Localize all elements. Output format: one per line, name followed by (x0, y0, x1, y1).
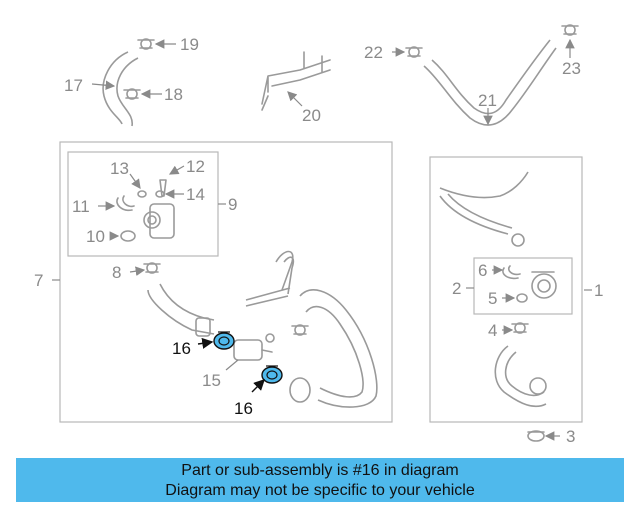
cap-group-1 (511, 233, 525, 247)
clip-6 (502, 265, 521, 280)
clamp-16-a[interactable] (213, 331, 235, 350)
callout-1: 1 (594, 281, 603, 300)
hose-end-left (195, 317, 211, 337)
hose-group-1 (439, 171, 529, 235)
bracket-20 (261, 51, 331, 111)
clamp-small-a (291, 324, 309, 336)
callout-10: 10 (86, 227, 105, 246)
callout-8: 8 (112, 263, 121, 282)
callout-7: 7 (34, 271, 43, 290)
callout-4: 4 (488, 321, 497, 340)
clamp-small-b (265, 333, 275, 343)
banner-line-part: Part or sub-assembly is #16 in diagram (181, 462, 459, 479)
clip-11 (116, 195, 135, 212)
info-banner: Part or sub-assembly is #16 in diagram D… (16, 458, 624, 502)
connector-15 (233, 339, 273, 361)
callout-9: 9 (228, 195, 237, 214)
callout-5: 5 (488, 289, 497, 308)
group-box-2 (473, 257, 573, 315)
banner-line-disclaimer: Diagram may not be specific to your vehi… (165, 482, 475, 499)
callout-12: 12 (186, 157, 205, 176)
callout-21: 21 (478, 91, 497, 110)
group-box-7 (59, 141, 393, 423)
callout-3: 3 (566, 427, 575, 446)
callout-13: 13 (110, 159, 129, 178)
clamp-3 (527, 430, 545, 442)
hose-17 (102, 51, 139, 127)
hose-lower-end (529, 377, 547, 395)
oring-14 (155, 190, 165, 198)
housing-2 (531, 271, 557, 299)
clamp-16-b[interactable] (261, 365, 283, 384)
hose-21 (423, 39, 557, 126)
hose-u (299, 289, 378, 408)
clamp-23 (561, 24, 579, 36)
callout-18: 18 (164, 85, 183, 104)
callout-19: 19 (180, 35, 199, 54)
callout-14: 14 (186, 185, 205, 204)
hose-end-right (289, 377, 311, 403)
clamp-19 (137, 38, 155, 50)
gasket-13 (137, 190, 147, 198)
hose-lower-group-1 (494, 345, 547, 408)
housing-9 (143, 179, 175, 239)
gasket-10 (120, 230, 136, 242)
oring-5 (516, 293, 528, 303)
parts-diagram: 19 18 17 20 22 23 21 13 12 14 9 11 10 8 … (34, 24, 603, 446)
callout-11: 11 (72, 197, 90, 216)
callout-16-a: 16 (172, 339, 191, 358)
hose-main-left (147, 283, 215, 335)
clamp-18 (123, 88, 141, 100)
callout-15: 15 (202, 371, 221, 390)
callout-20: 20 (302, 106, 321, 125)
clamp-22 (405, 46, 423, 58)
group-box-1 (429, 156, 583, 423)
callout-17: 17 (64, 76, 83, 95)
pipe-upper (245, 250, 295, 307)
callout-22: 22 (364, 43, 383, 62)
callout-16-b: 16 (234, 399, 253, 418)
callout-2: 2 (452, 279, 461, 298)
callout-23: 23 (562, 59, 581, 78)
clamp-8 (143, 262, 161, 274)
clamp-4 (511, 322, 529, 334)
callout-6: 6 (478, 261, 487, 280)
